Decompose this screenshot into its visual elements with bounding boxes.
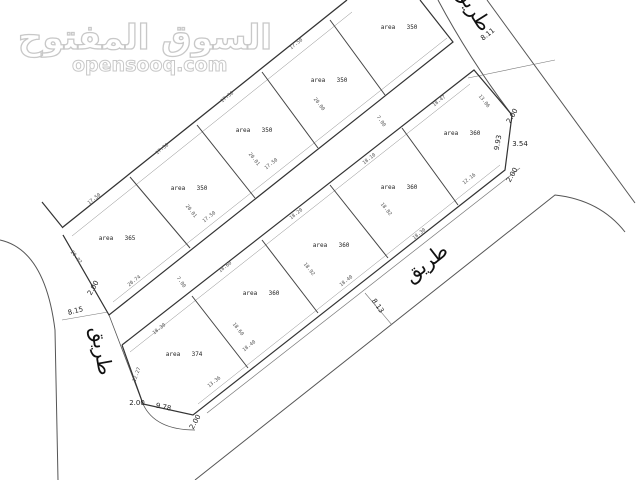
- dimension-label: 20.02: [69, 250, 83, 266]
- road-width: 8.13: [370, 297, 385, 314]
- plot-area-value: 350: [337, 77, 348, 84]
- dimension-label: 20.01: [184, 204, 198, 220]
- plot-area-value: 374: [192, 351, 203, 358]
- plot-area-value: 350: [407, 24, 418, 31]
- dimension-label: 7.00: [175, 276, 187, 289]
- dimension-label: 17.50: [202, 210, 218, 224]
- dimension-label: 20.01: [247, 152, 261, 168]
- plot-area-word: area: [171, 185, 186, 192]
- dimension-label: 7.00: [375, 115, 387, 128]
- setback-line: [197, 164, 501, 405]
- plot-area-word: area: [243, 290, 258, 297]
- boundary: [41, 201, 64, 229]
- dimension-label: 13.06: [477, 94, 491, 110]
- dimension-label: 18.30: [152, 322, 168, 336]
- plot-area-word: area: [444, 130, 459, 137]
- lower-block-edge: [121, 69, 513, 416]
- dimension-label: 18.47: [432, 94, 448, 108]
- road-edge: [194, 194, 626, 480]
- plot-area-value: 365: [125, 235, 136, 242]
- corner-dimension: 3.54: [512, 140, 528, 148]
- dimension-label: 18.20: [289, 207, 305, 221]
- watermark-latin: opensooq.com: [71, 54, 228, 77]
- road-label: طريق: [399, 238, 453, 287]
- plot-divider: [261, 71, 319, 149]
- corner-dimension: 9.78: [155, 402, 172, 413]
- plot-area-word: area: [311, 77, 326, 84]
- dimension-label: 20.74: [127, 274, 143, 288]
- plot-area-value: 360: [407, 184, 418, 191]
- dimension-label: 17.50: [264, 157, 280, 171]
- watermark-arabic: السوق المفتوح: [17, 17, 273, 58]
- dimension-label: 18.60: [218, 260, 234, 274]
- dimension-label: 20.00: [312, 97, 326, 113]
- corner-dimension: 2.00: [188, 413, 203, 431]
- plot-area-value: 360: [470, 130, 481, 137]
- plot-area-word: area: [381, 184, 396, 191]
- plot-area-value: 350: [262, 127, 273, 134]
- plot-divider: [261, 239, 319, 314]
- road-width-line: [467, 59, 556, 79]
- plot-area-word: area: [99, 235, 114, 242]
- dimension-label: 12.16: [462, 172, 478, 186]
- road-width: 8.15: [67, 305, 84, 317]
- plot-divider: [401, 127, 459, 206]
- road-edge: [206, 167, 521, 414]
- setback-line: [112, 37, 448, 303]
- dimension-label: 17.50: [87, 192, 103, 206]
- dimension-label: 18.60: [231, 322, 245, 338]
- plot-divider: [329, 19, 386, 96]
- dimension-label: 17.50: [155, 142, 171, 156]
- dimension-label: 17.50: [289, 37, 305, 51]
- dimension-label: 13.36: [207, 375, 223, 389]
- plot-area-value: 360: [339, 242, 350, 249]
- plot-area-word: area: [313, 242, 328, 249]
- dimension-label: 12.27: [132, 367, 143, 383]
- setback-line: [71, 11, 353, 237]
- setback-line: [129, 83, 471, 353]
- road-width-line: [364, 292, 393, 326]
- plot-area-value: 360: [269, 290, 280, 297]
- road-width-line: [61, 311, 109, 321]
- road-edge: [486, 0, 636, 204]
- corner-dimension: 9.93: [493, 134, 504, 151]
- corner-dimension: 2.00: [129, 399, 145, 407]
- plot-area-word: area: [236, 127, 251, 134]
- dimension-label: 18.30: [412, 227, 428, 241]
- road-label: طريق: [86, 324, 118, 377]
- plot-divider: [196, 124, 256, 199]
- upper-block-edge: [62, 0, 454, 316]
- plot-divider: [129, 176, 191, 249]
- road-edge: [437, 0, 513, 116]
- corner-dimension: 2.00: [505, 166, 520, 184]
- road-edge: [0, 239, 59, 480]
- plot-divider: [329, 184, 389, 259]
- plot-area-word: area: [381, 24, 396, 31]
- plot-area-word: area: [166, 351, 181, 358]
- dimension-label: 18.92: [302, 262, 316, 278]
- dimension-label: 17.50: [220, 90, 236, 104]
- corner-dimension: 2.00: [86, 279, 101, 297]
- plot-area-value: 350: [197, 185, 208, 192]
- dimension-label: 18.82: [379, 202, 393, 218]
- dimension-label: 18.40: [339, 274, 355, 288]
- dimension-label: 18.40: [242, 339, 258, 353]
- plot-divider: [191, 295, 249, 369]
- upper-block-edge: [62, 0, 348, 228]
